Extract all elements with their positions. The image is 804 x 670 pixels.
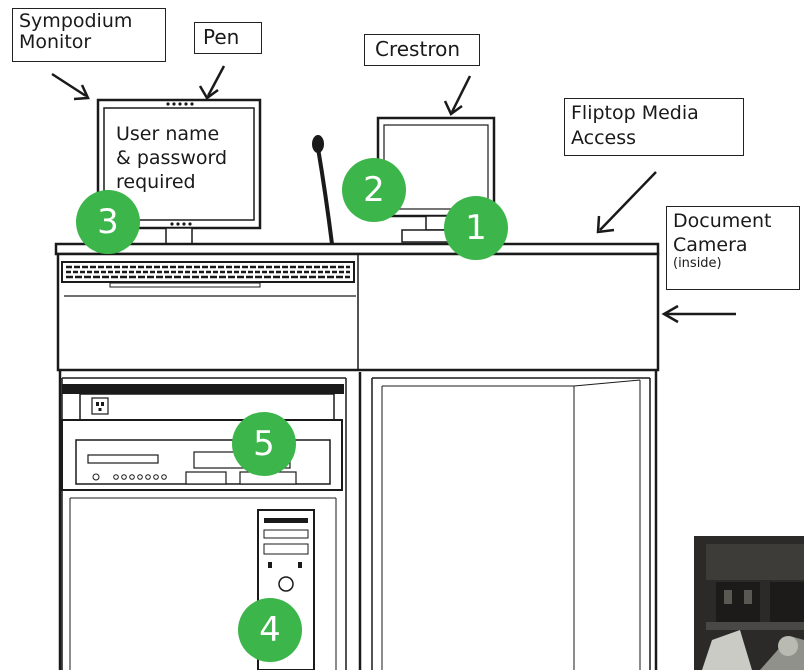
fliptop-label-line2: Access xyxy=(571,127,637,149)
sympodium-label-line1: Sympodium xyxy=(19,10,133,32)
screen-text-line1: User name xyxy=(116,123,220,145)
equipment-shelf xyxy=(62,384,344,421)
screen-text-line2: & password xyxy=(116,147,228,169)
fliptop-media-access-label: Fliptop Media Access xyxy=(564,98,744,156)
outlet-photo xyxy=(694,536,804,670)
badge-4: 4 xyxy=(238,598,302,662)
pointer-arrows xyxy=(51,65,736,324)
keyboard xyxy=(61,261,355,288)
pen-label: Pen xyxy=(194,22,262,54)
login-screen-text: User name & password required xyxy=(116,122,227,194)
document-camera-label: Document Camera (inside) xyxy=(666,206,800,290)
crestron-label: Crestron xyxy=(364,34,480,66)
fliptop-label-line1: Fliptop Media xyxy=(571,102,699,124)
screen-text-line3: required xyxy=(116,171,196,193)
sympodium-label-line2: Monitor xyxy=(19,31,92,53)
dvd-vcr-player xyxy=(61,419,343,491)
badge-3: 3 xyxy=(76,190,140,254)
sympodium-monitor-label: Sympodium Monitor xyxy=(12,8,166,62)
doccam-label-line2: Camera xyxy=(673,234,748,256)
badge-2: 2 xyxy=(342,158,406,222)
doccam-label-line1: Document xyxy=(673,210,772,232)
microphone xyxy=(312,135,334,245)
badge-1: 1 xyxy=(444,196,508,260)
badge-5: 5 xyxy=(232,412,296,476)
doccam-label-note: (inside) xyxy=(673,256,722,271)
